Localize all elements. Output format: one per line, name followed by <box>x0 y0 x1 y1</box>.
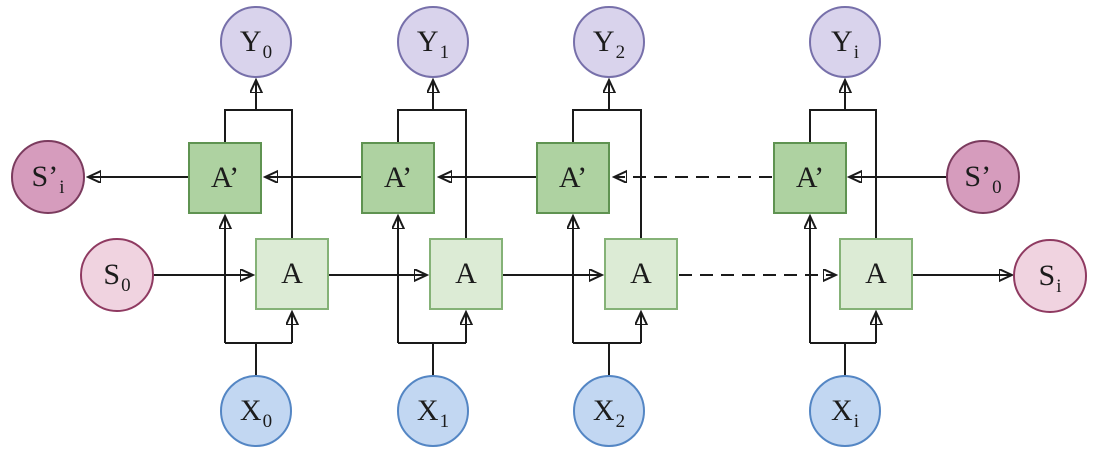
node-cell-backward-2: A’ <box>536 142 610 214</box>
node-cell-backward-0: A’ <box>188 142 262 214</box>
node-state-s-prime-i: S’i <box>11 140 85 214</box>
node-label: S <box>103 258 121 291</box>
node-label: A’ <box>383 161 413 194</box>
node-label: A <box>630 257 652 290</box>
node-label: X <box>831 394 853 427</box>
node-label: A <box>281 257 303 290</box>
node-subscript: 0 <box>992 176 1002 198</box>
node-label: Y <box>239 25 262 58</box>
node-subscript: i <box>853 410 859 432</box>
node-subscript: 1 <box>439 410 450 432</box>
node-cell-forward-i: A <box>839 238 913 310</box>
node-label: X <box>239 394 262 427</box>
output-merge-wires <box>224 81 877 238</box>
node-subscript: i <box>59 176 65 198</box>
node-label: S’ <box>31 160 59 193</box>
node-label: A’ <box>210 161 240 194</box>
node-label: Y <box>831 25 853 58</box>
node-cell-forward-2: A <box>604 238 678 310</box>
node-label: X <box>416 394 439 427</box>
node-subscript: i <box>1056 275 1062 297</box>
node-label: A <box>455 257 477 290</box>
node-subscript: 0 <box>262 410 273 432</box>
node-cell-forward-1: A <box>429 238 503 310</box>
node-subscript: 0 <box>262 41 273 63</box>
node-label: S <box>1038 259 1056 292</box>
node-label: A’ <box>558 161 588 194</box>
node-cell-forward-0: A <box>255 238 329 310</box>
node-label: A <box>865 257 887 290</box>
node-state-s-prime-0: S’0 <box>946 140 1020 214</box>
node-subscript: 1 <box>439 41 450 63</box>
node-label: Y <box>416 25 439 58</box>
node-cell-backward-1: A’ <box>361 142 435 214</box>
node-subscript: i <box>853 41 859 63</box>
node-label: S’ <box>964 160 992 193</box>
node-label: Y <box>592 25 615 58</box>
node-subscript: 2 <box>615 41 626 63</box>
node-subscript: 0 <box>121 274 131 296</box>
node-cell-backward-i: A’ <box>773 142 847 214</box>
node-label: A’ <box>795 161 825 194</box>
node-subscript: 2 <box>615 410 626 432</box>
node-label: X <box>592 394 615 427</box>
input-fanout-wires <box>225 217 876 376</box>
